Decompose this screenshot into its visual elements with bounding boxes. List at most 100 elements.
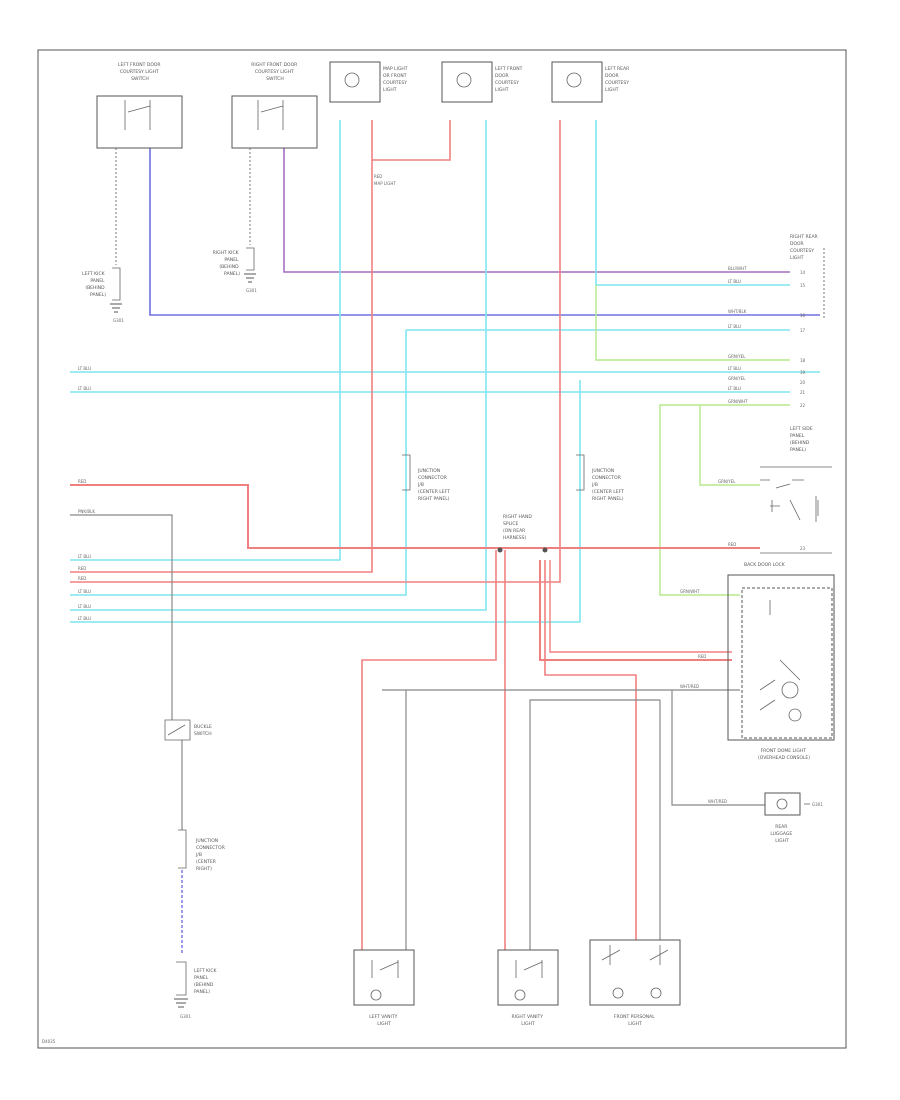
label-line: CONNECTOR <box>196 845 225 851</box>
wire-label: LT BLU <box>78 616 91 621</box>
pin-number: 22 <box>800 403 806 408</box>
label-line: JUNCTION <box>195 838 218 844</box>
wire-cyan-lf-courtesy <box>70 120 487 611</box>
wire-red-lr-down <box>70 120 561 583</box>
pin-number: 20 <box>800 380 806 385</box>
svg-text:FRONT PERSONAL LIGHT: FRONT PERSONAL LIGHT <box>614 1014 656 1027</box>
label-line: LIGHT <box>521 1021 535 1027</box>
label-line: LIGHT <box>790 255 804 261</box>
left-front-door-switch: LEFT FRONT DOOR COURTESY LIGHT SWITCH <box>96 62 183 149</box>
pin-number: 21 <box>800 390 806 395</box>
label-line: PANEL <box>90 278 105 284</box>
label-line: J/B <box>417 482 424 488</box>
label-line: RIGHT HAND <box>503 514 532 520</box>
wire-label: LT BLU <box>78 366 91 371</box>
rear-luggage-light: G301 REAR LUGGAGE LIGHT <box>764 792 823 844</box>
map-light: MAP LIGHT OR FRONT COURTESY LIGHT <box>329 61 409 103</box>
label-line: J/B <box>195 852 202 858</box>
wire-red-map-down <box>70 160 373 573</box>
wires <box>70 120 820 955</box>
label-line: (CENTER <box>196 859 216 865</box>
label-line: COURTESY LIGHT <box>120 69 159 75</box>
left-rear-courtesy-light: LEFT REAR DOOR COURTESY LIGHT <box>551 61 631 103</box>
pin-number: 15 <box>800 283 806 288</box>
svg-text:REAR LUGGAGE LIGHT: REAR LUGGAGE LIGHT <box>770 824 793 844</box>
front-dome-light: FRONT DOME LIGHT (OVERHEAD CONSOLE) <box>727 574 835 761</box>
wire-label: WHT/BLK <box>728 309 747 314</box>
splice: RIGHT HAND SPLICE (ON REAR HARNESS) <box>497 514 548 553</box>
label-line: LIGHT <box>495 87 509 93</box>
label-line: OR FRONT <box>383 73 407 79</box>
label-line: PANEL <box>224 257 239 263</box>
back-door-lock: BACK DOOR LOCK <box>744 552 832 568</box>
label-line: LEFT KICK <box>82 271 105 277</box>
wire-red-splice-dome-2 <box>549 560 732 653</box>
wire-label: RED <box>728 542 736 547</box>
wire-label: GRN/WHT <box>728 399 748 404</box>
label-line: LIGHT <box>383 87 397 93</box>
svg-text:RIGHT REAR DOOR CO: RIGHT REAR DOOR COURTESY LIGHT <box>790 234 819 261</box>
label-line: PANEL <box>790 433 805 439</box>
left-front-courtesy-light: LEFT FRONT DOOR COURTESY LIGHT <box>441 61 523 103</box>
label-line: COURTESY LIGHT <box>255 69 294 75</box>
label-line: FRONT DOME LIGHT <box>761 748 807 754</box>
svg-text:BUCKLE SWITCH: BUCKLE SWITCH <box>194 724 213 737</box>
label-line: JUNCTION <box>591 468 614 474</box>
svg-text:MAP LIGHT OR FRONT: MAP LIGHT OR FRONT COURTESY LIGHT <box>383 66 409 93</box>
wire-label: RED <box>78 479 86 484</box>
wire-purple-right-door <box>283 148 790 273</box>
wire-label: RED <box>698 654 706 659</box>
label-line: (BEHIND <box>790 440 810 446</box>
svg-text:LEFT FRONT DOOR COURTESY: LEFT FRONT DOOR COURTESY LIGHT SWITCH <box>118 62 162 82</box>
svg-text:FRONT DOME LIGHT (OVERHE: FRONT DOME LIGHT (OVERHEAD CONSOLE) <box>758 748 810 761</box>
label-line: (BEHIND <box>219 264 239 270</box>
wire-label: WHT/RED <box>708 799 727 804</box>
label-line: LEFT FRONT DOOR <box>118 62 161 68</box>
label-line: LEFT SIDE <box>790 426 813 432</box>
svg-text:LEFT REAR DOOR COU: LEFT REAR DOOR COURTESY LIGHT <box>605 66 631 93</box>
wire-green-lock <box>659 404 790 596</box>
wire-label: RED <box>78 566 86 571</box>
label-line: RIGHT REAR <box>790 234 818 240</box>
svg-text:JUNCTION CONNECTOR: JUNCTION CONNECTOR J/B (CENTER LEFT RIGH… <box>417 468 451 502</box>
wire-label: GRN/YEL <box>728 354 746 359</box>
label-line: COURTESY <box>383 80 407 86</box>
wire-red-map-to-lf <box>371 120 451 161</box>
label-line: COURTESY <box>605 80 629 86</box>
junction-connector-2: JUNCTION CONNECTOR J/B (CENTER LEFT RIGH… <box>576 454 624 502</box>
wire-label: LT BLU <box>728 386 741 391</box>
left-vanity-light: LEFT VANITY LIGHT <box>353 949 415 1027</box>
label-line: PANEL) <box>90 292 106 298</box>
pin-number: 17 <box>800 328 806 333</box>
label-line: LIGHT <box>775 838 789 844</box>
wire-cyan-jc1 <box>70 329 790 596</box>
label-line: CONNECTOR <box>592 475 621 481</box>
wire-label: BLU/WHT <box>728 266 747 271</box>
pin-number: 23 <box>800 546 806 551</box>
label-line: MAP LIGHT <box>383 66 408 72</box>
label-line: LEFT VANITY <box>369 1014 397 1020</box>
wire-label: LT BLU <box>728 324 741 329</box>
pin-number: 18 <box>800 358 806 363</box>
wire-label: MAP LIGHT <box>374 181 396 186</box>
label-line: PANEL) <box>790 447 806 453</box>
wire-label: LT BLU <box>728 366 741 371</box>
wire-label: RED <box>78 576 86 581</box>
left-side-panel: LEFT SIDE PANEL (BEHIND PANEL) <box>760 426 832 522</box>
wire-red-feed-main <box>70 484 760 549</box>
label-line: (OVERHEAD CONSOLE) <box>758 755 810 761</box>
label-line: RIGHT VANITY <box>511 1014 543 1020</box>
label-line: RIGHT PANEL) <box>592 496 624 502</box>
svg-text:RIGHT KICK PANEL (: RIGHT KICK PANEL (BEHIND PANEL) <box>213 250 241 277</box>
wire-gray-buckle <box>70 514 173 720</box>
svg-text:LEFT VANITY LIGHT: LEFT VANITY LIGHT <box>369 1014 399 1027</box>
front-personal-light: FRONT PERSONAL LIGHT <box>589 939 681 1027</box>
page-id: D4035 <box>42 1039 56 1044</box>
pin-number: 16 <box>800 313 806 318</box>
label-line: DOOR <box>605 73 619 79</box>
label-line: COURTESY <box>790 248 814 254</box>
label-line: BUCKLE <box>194 724 212 730</box>
label-line: HARNESS) <box>503 535 527 541</box>
label-line: DOOR <box>790 241 804 247</box>
